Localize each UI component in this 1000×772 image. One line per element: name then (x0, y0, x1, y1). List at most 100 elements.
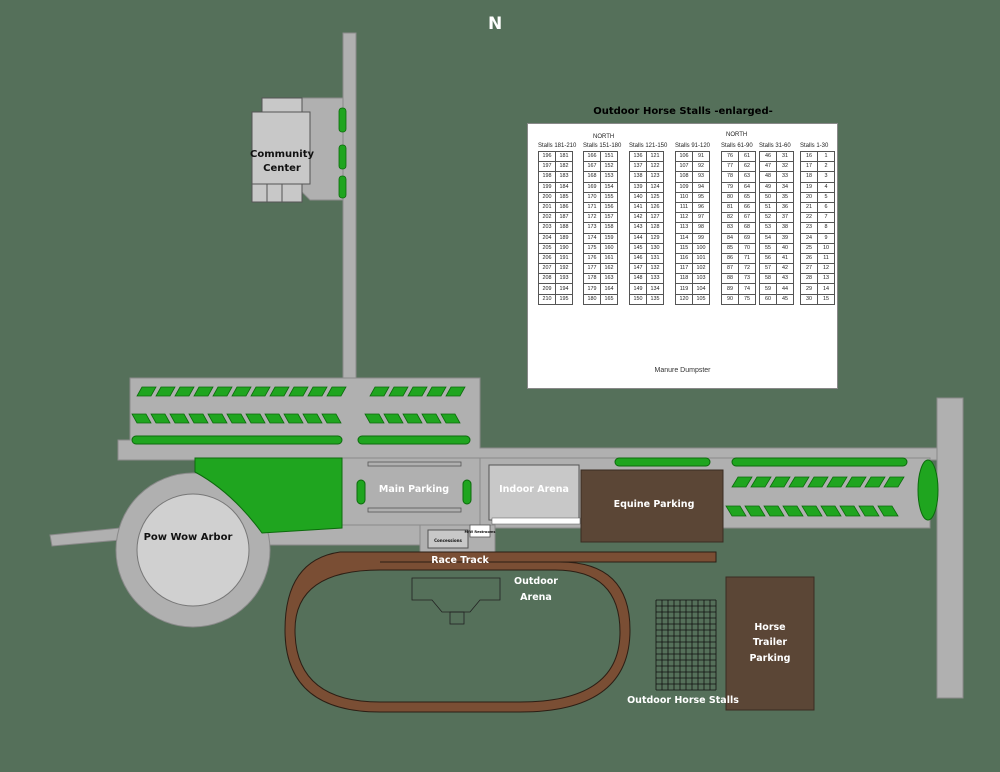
indoor-arena-stalls (491, 517, 581, 525)
stall-cell: 169 (583, 181, 601, 193)
stall-cell: 41 (776, 252, 794, 265)
outdoor-arena-label-1: Outdoor (514, 576, 558, 587)
north-label-right: NORTH (726, 132, 748, 138)
stall-cell: 71 (738, 252, 756, 265)
stall-cell: 146 (629, 252, 647, 265)
stall-cell: 88 (721, 273, 739, 285)
stall-cell: 160 (600, 242, 618, 254)
stall-cell: 36 (776, 201, 794, 214)
parking-island (321, 413, 342, 424)
stall-cell: 77 (721, 161, 739, 173)
stall-cell: 97 (692, 212, 710, 224)
stall-cell: 23 (800, 222, 818, 234)
stall-cell: 195 (555, 293, 573, 305)
parking-island (858, 505, 880, 517)
outdoor-horse-stalls-grid (655, 599, 717, 691)
stall-cell: 55 (759, 242, 777, 254)
stall-cell: 210 (538, 293, 556, 305)
stall-cell: 124 (646, 181, 664, 193)
stall-cell: 117 (675, 263, 693, 275)
stall-cell: 197 (538, 161, 556, 173)
stall-cell: 116 (675, 252, 693, 265)
stall-cell: 9 (817, 232, 835, 244)
stall-cell: 48 (759, 171, 777, 183)
stall-cell: 67 (738, 212, 756, 224)
horse-trailer-label-1: Horse (754, 622, 785, 633)
parking-island (155, 386, 176, 397)
stall-cell: 154 (600, 181, 618, 193)
parking-island (801, 505, 823, 517)
stall-cell: 143 (629, 222, 647, 234)
stall-cell: 61 (738, 150, 756, 163)
north-access-road (342, 32, 357, 379)
stall-cell: 62 (738, 161, 756, 173)
stall-cell: 149 (629, 283, 647, 295)
stall-cell: 79 (721, 181, 739, 193)
horse-trailer-label-3: Parking (750, 653, 791, 664)
parking-island (750, 476, 772, 488)
stall-cell: 68 (738, 222, 756, 234)
stall-cell: 53 (759, 222, 777, 234)
stall-cell: 105 (692, 293, 710, 305)
stall-cell: 135 (646, 293, 664, 305)
map-labels: Community Center Pow Wow Arbor Main Park… (144, 149, 791, 706)
stall-cell: 103 (692, 273, 710, 285)
pow-wow-arbor-building (136, 493, 250, 607)
stall-cell: 99 (692, 232, 710, 244)
stall-cell: 91 (692, 150, 710, 163)
parking-stall-islands (131, 386, 466, 424)
stall-cell: 70 (738, 242, 756, 254)
stall-cell: 203 (538, 222, 556, 234)
parking-island (864, 476, 886, 488)
parking-island (174, 386, 195, 397)
stall-cell: 100 (692, 242, 710, 254)
stall-cell: 82 (721, 212, 739, 224)
stall-cell: 40 (776, 242, 794, 254)
stall-cell: 132 (646, 263, 664, 275)
stall-cell: 190 (555, 242, 573, 254)
stall-cell: 121 (646, 150, 664, 163)
stall-cell: 193 (555, 273, 573, 285)
stall-cell: 175 (583, 242, 601, 254)
stall-cell: 157 (600, 212, 618, 224)
stall-cell: 102 (692, 263, 710, 275)
outdoor-arena-label-2: Arena (520, 592, 552, 603)
stall-cell: 78 (721, 171, 739, 183)
parking-island (264, 413, 285, 424)
stall-cell: 34 (776, 181, 794, 193)
stall-cell: 148 (629, 273, 647, 285)
stall-cell: 113 (675, 222, 693, 234)
stall-column-header: Stalls 1-30 (800, 143, 829, 149)
stall-cell: 129 (646, 232, 664, 244)
stall-cell: 153 (600, 171, 618, 183)
stall-cell: 122 (646, 161, 664, 173)
stall-cell: 207 (538, 263, 556, 275)
stall-cell: 50 (759, 191, 777, 203)
community-center-label-2: Center (263, 163, 301, 174)
stall-cell: 95 (692, 191, 710, 203)
